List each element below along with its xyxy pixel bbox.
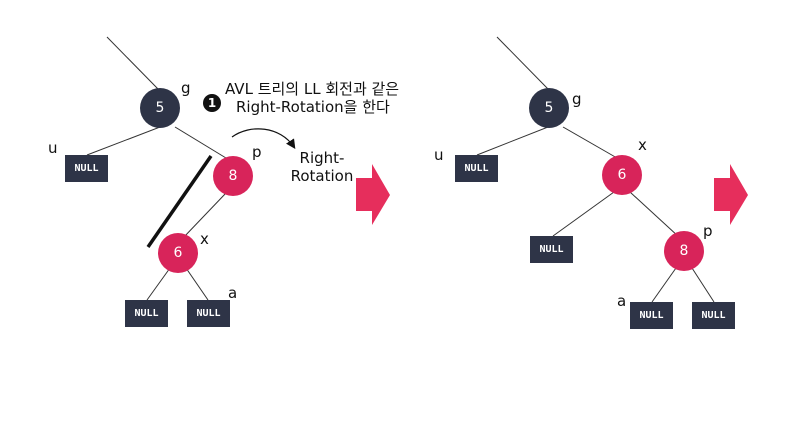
edge-x-to-null-right — [185, 267, 209, 301]
note: 1 AVL 트리의 LL 회전과 같은 Right-Rotation을 한다 — [203, 80, 399, 116]
label-a: a — [617, 292, 626, 310]
edge-p-to-x — [182, 192, 227, 239]
note-badge — [203, 94, 221, 112]
note-line-1: AVL 트리의 LL 회전과 같은 — [225, 80, 399, 98]
rotation-curved-arrow — [231, 128, 296, 149]
label-u: u — [434, 146, 444, 164]
edge-x-to-p — [629, 191, 680, 238]
node-g-before[interactable]: 5 — [140, 88, 180, 128]
edge-x-to-null — [552, 191, 615, 237]
transition-arrow-1 — [356, 164, 390, 225]
null-p-left-after[interactable]: NULL — [630, 302, 673, 329]
null-label: NULL — [134, 308, 158, 319]
label-p: p — [252, 143, 262, 161]
edge-g-to-u — [476, 126, 549, 156]
node-g-after[interactable]: 5 — [529, 88, 569, 128]
label-u: u — [48, 139, 58, 157]
edge-parent-to-g — [496, 36, 550, 91]
label-x: x — [200, 230, 209, 248]
rotation-label-line-2: Rotation — [291, 167, 354, 185]
null-x-left-after[interactable]: NULL — [530, 236, 573, 263]
null-label: NULL — [639, 310, 663, 321]
label-g: g — [181, 79, 191, 97]
node-g-value: 5 — [545, 100, 554, 116]
node-x-before[interactable]: 6 — [158, 233, 198, 273]
edge-x-to-null-left — [146, 267, 171, 301]
null-p-right-after[interactable]: NULL — [692, 302, 735, 329]
before-tree: 5 g NULL u 8 p 6 x NULL NULL a — [48, 36, 262, 327]
null-label: NULL — [74, 163, 98, 174]
null-u-after[interactable]: NULL — [455, 155, 498, 182]
label-g: g — [572, 90, 582, 108]
null-label: NULL — [701, 310, 725, 321]
note-badge-number: 1 — [208, 96, 216, 110]
edge-p-to-null-right — [691, 267, 715, 303]
rotation-cut-line — [146, 155, 213, 248]
label-x: x — [638, 136, 647, 154]
null-label: NULL — [464, 163, 488, 174]
rotation-label-line-1: Right- — [300, 149, 345, 167]
null-label: NULL — [196, 308, 220, 319]
node-x-value: 6 — [618, 167, 627, 183]
label-p: p — [703, 222, 713, 240]
edge-parent-to-g — [106, 36, 160, 91]
node-p-before[interactable]: 8 — [213, 156, 253, 196]
edge-g-to-u — [86, 126, 161, 156]
node-p-value: 8 — [680, 243, 689, 259]
label-a: a — [228, 284, 237, 302]
note-line-2: Right-Rotation을 한다 — [236, 98, 390, 116]
null-x-left-before[interactable]: NULL — [125, 300, 168, 327]
edge-p-to-null-left — [651, 267, 677, 303]
node-g-value: 5 — [156, 100, 165, 116]
after-tree: 5 g NULL u 6 x NULL 8 p NULL a NULL — [434, 36, 735, 329]
edge-g-to-p — [174, 126, 227, 159]
null-u-before[interactable]: NULL — [65, 155, 108, 182]
node-x-value: 6 — [174, 245, 183, 261]
node-p-after[interactable]: 8 — [664, 231, 704, 271]
node-p-value: 8 — [229, 168, 238, 184]
transition-arrow-2 — [714, 164, 748, 225]
edge-g-to-x — [562, 126, 618, 159]
node-x-after[interactable]: 6 — [602, 155, 642, 195]
null-label: NULL — [539, 244, 563, 255]
null-x-right-before[interactable]: NULL — [187, 300, 230, 327]
